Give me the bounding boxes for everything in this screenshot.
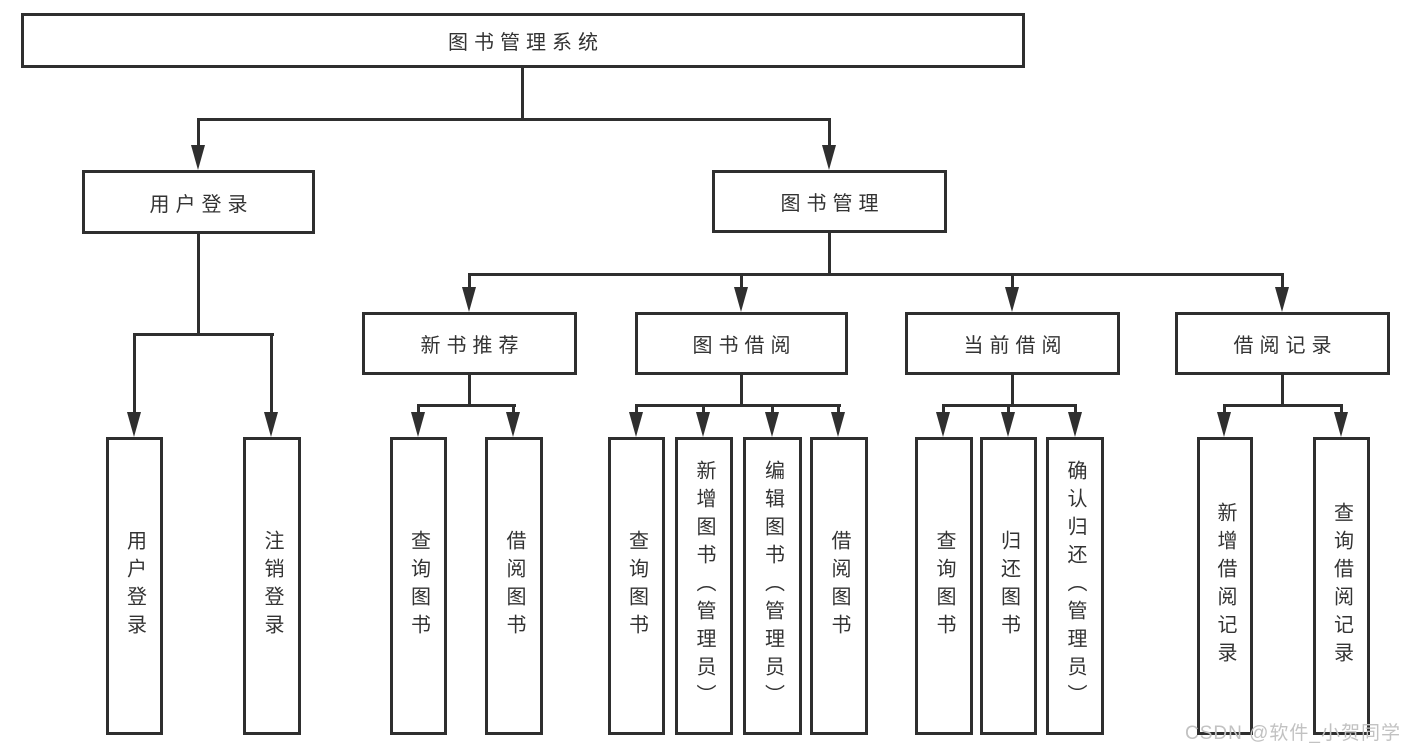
node-book-management: 图书管理 (712, 170, 947, 233)
connector-borrowrecords-bar (1223, 404, 1343, 407)
connector-newbooks-stub (468, 375, 471, 406)
arrow-down-icon (1217, 412, 1231, 437)
arrow-down-icon (1068, 412, 1082, 437)
node-current-borrow: 当前借阅 (905, 312, 1120, 375)
arrow-down-icon (936, 412, 950, 437)
leaf-query-borrow-record-label: 查询借阅记录 (1330, 502, 1353, 670)
arrow-down-icon (831, 412, 845, 437)
arrow-down-icon (1334, 412, 1348, 437)
node-current-borrow-label: 当前借阅 (963, 335, 1068, 357)
leaf-logout-label: 注销登录 (261, 530, 283, 642)
leaf-newbooks-borrow-books: 借阅图书 (485, 437, 543, 735)
connector-bookmgmt-bar (468, 273, 1284, 276)
connector-root-stub (521, 68, 524, 120)
connector-userlogin-bar (133, 333, 274, 336)
arrow-down-icon (506, 412, 520, 437)
leaf-borrow-borrow-books: 借阅图书 (810, 437, 868, 735)
node-root-label: 图书管理系统 (448, 32, 604, 54)
arrow-down-icon (629, 412, 643, 437)
leaf-newbooks-query-books: 查询图书 (390, 437, 447, 735)
connector-currentborrow-drop-3 (1074, 404, 1077, 412)
connector-bookmgmt-drop-4 (1281, 273, 1284, 287)
watermark-text: CSDN @软件_小贺同学 (1185, 723, 1401, 744)
arrow-down-icon (127, 412, 141, 437)
connector-userlogin-stub (197, 234, 200, 335)
leaf-add-books-admin-label: 新增图书（管理员） (693, 460, 715, 712)
connector-userlogin-drop-2 (270, 333, 273, 412)
connector-bookborrow-drop-2 (702, 404, 705, 412)
leaf-add-books-admin: 新增图书（管理员） (675, 437, 733, 735)
leaf-query-borrow-record: 查询借阅记录 (1313, 437, 1370, 735)
leaf-edit-books-admin: 编辑图书（管理员） (743, 437, 802, 735)
leaf-return-books: 归还图书 (980, 437, 1037, 735)
node-book-borrow: 图书借阅 (635, 312, 848, 375)
leaf-user-login-label: 用户登录 (123, 530, 146, 642)
connector-newbooks-drop-1 (417, 404, 420, 412)
connector-currentborrow-stub (1011, 375, 1014, 406)
connector-bookborrow-drop-4 (837, 404, 840, 412)
connector-currentborrow-drop-2 (1007, 404, 1010, 412)
leaf-add-borrow-record: 新增借阅记录 (1197, 437, 1253, 735)
arrow-down-icon (1001, 412, 1015, 437)
node-user-login-label: 用户登录 (149, 193, 254, 216)
node-borrow-records: 借阅记录 (1175, 312, 1390, 375)
connector-newbooks-bar (417, 404, 516, 407)
connector-bookmgmt-stub (828, 233, 831, 275)
connector-bookmgmt-drop-2 (740, 273, 743, 287)
arrow-down-icon (1275, 287, 1289, 312)
connector-currentborrow-drop-1 (942, 404, 945, 412)
connector-newbooks-drop-2 (512, 404, 515, 412)
leaf-confirm-return-admin-label: 确认归还（管理员） (1064, 460, 1086, 712)
connector-borrowrecords-drop-1 (1223, 404, 1226, 412)
leaf-user-login: 用户登录 (106, 437, 163, 735)
leaf-edit-books-admin-label: 编辑图书（管理员） (761, 460, 784, 712)
arrow-down-icon (734, 287, 748, 312)
arrow-down-icon (462, 287, 476, 312)
node-root: 图书管理系统 (21, 13, 1025, 68)
arrow-down-icon (1005, 287, 1019, 312)
node-new-books-label: 新书推荐 (420, 335, 525, 357)
leaf-borrow-query-books: 查询图书 (608, 437, 665, 735)
connector-root-drop-right (828, 118, 831, 145)
arrow-down-icon (765, 412, 779, 437)
leaf-logout: 注销登录 (243, 437, 301, 735)
connector-bookborrow-stub (740, 375, 743, 406)
connector-root-bar (197, 118, 831, 121)
leaf-borrow-query-books-label: 查询图书 (625, 530, 648, 642)
leaf-borrow-borrow-books-label: 借阅图书 (828, 530, 850, 642)
leaf-return-books-label: 归还图书 (997, 530, 1020, 642)
arrow-down-icon (696, 412, 710, 437)
leaf-add-borrow-record-label: 新增借阅记录 (1214, 502, 1236, 670)
node-borrow-records-label: 借阅记录 (1233, 335, 1338, 357)
connector-borrowrecords-drop-2 (1340, 404, 1343, 412)
connector-bookborrow-bar (635, 404, 841, 407)
leaf-newbooks-borrow-books-label: 借阅图书 (503, 530, 525, 642)
arrow-down-icon (191, 145, 205, 170)
node-book-borrow-label: 图书借阅 (692, 335, 797, 357)
leaf-current-query-books-label: 查询图书 (933, 530, 955, 642)
node-book-management-label: 图书管理 (780, 193, 885, 215)
arrow-down-icon (411, 412, 425, 437)
connector-bookmgmt-drop-3 (1011, 273, 1014, 287)
connector-bookborrow-drop-3 (771, 404, 774, 412)
arrow-down-icon (822, 145, 836, 170)
leaf-confirm-return-admin: 确认归还（管理员） (1046, 437, 1104, 735)
node-user-login: 用户登录 (82, 170, 315, 234)
connector-bookborrow-drop-1 (635, 404, 638, 412)
connector-userlogin-drop-1 (133, 333, 136, 412)
leaf-newbooks-query-books-label: 查询图书 (407, 530, 430, 642)
node-new-books: 新书推荐 (362, 312, 577, 375)
connector-root-drop-left (197, 118, 200, 145)
leaf-current-query-books: 查询图书 (915, 437, 973, 735)
connector-borrowrecords-stub (1281, 375, 1284, 406)
arrow-down-icon (264, 412, 278, 437)
connector-bookmgmt-drop-1 (468, 273, 471, 287)
